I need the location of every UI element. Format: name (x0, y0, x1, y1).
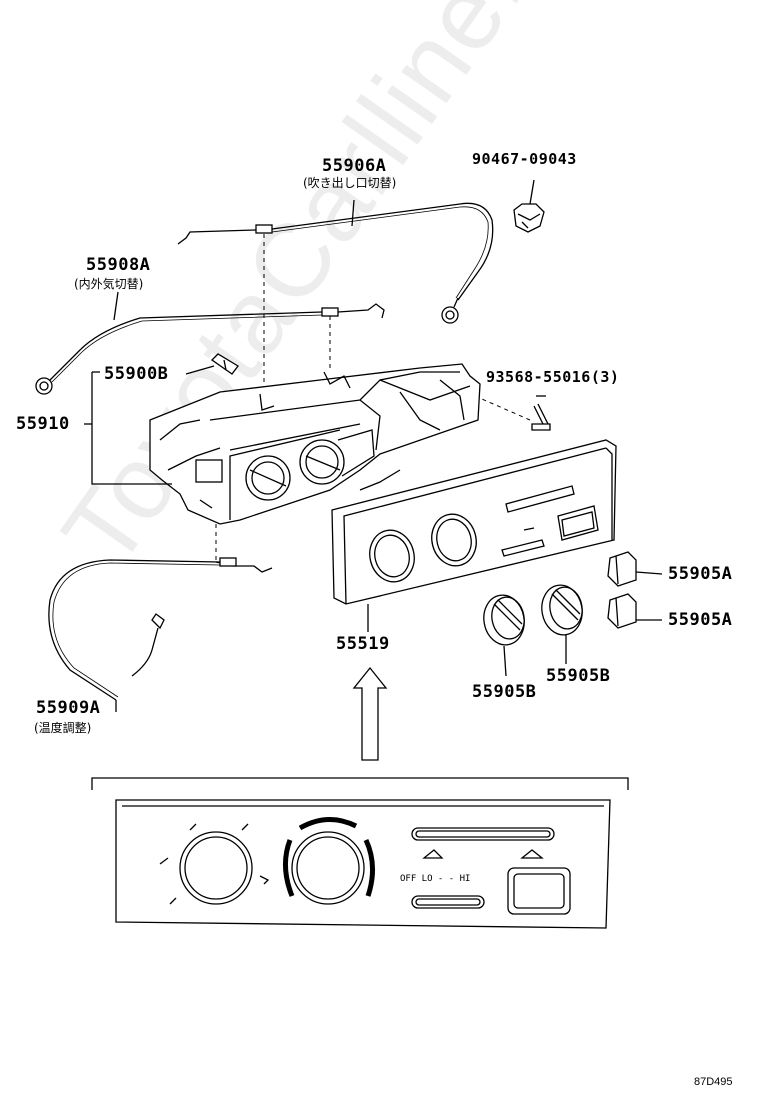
part-label-55906A[interactable]: 55906A (322, 156, 387, 176)
bulb-55900B (185, 353, 239, 375)
part-label-55905B-left[interactable]: 55905B (472, 682, 537, 702)
part-label-55900B[interactable]: 55900B (104, 364, 169, 384)
part-label-55905A-lower[interactable]: 55905A (668, 610, 733, 630)
part-desc-55909A: (温度調整) (34, 721, 92, 735)
knob-55905A-upper (607, 551, 663, 587)
fan-speed-label: OFF LO - - HI (400, 874, 471, 884)
diagram-code: 87D495 (694, 1076, 733, 1088)
cable-55906A (177, 199, 494, 324)
knob-55905B-right (541, 584, 583, 664)
part-label-90467-09043[interactable]: 90467-09043 (472, 150, 577, 168)
arrow-up (352, 666, 388, 761)
part-label-55905A-upper[interactable]: 55905A (668, 564, 733, 584)
panel-55519 (331, 439, 617, 632)
knob-55905A-lower (607, 593, 662, 629)
part-desc-55906A: (吹き出し口切替) (303, 176, 397, 190)
part-desc-55908A: (内外気切替) (74, 277, 144, 291)
detail-bracket (91, 777, 629, 790)
knob-55905B-left (483, 594, 525, 677)
alignment-lines (215, 234, 531, 560)
clip-90467-09043 (513, 179, 545, 233)
panel-front-detail (115, 799, 611, 929)
screw-93568-55016 (531, 395, 551, 431)
part-label-55905B-right[interactable]: 55905B (546, 666, 611, 686)
part-label-55519[interactable]: 55519 (336, 634, 390, 654)
leader-55910 (84, 371, 172, 485)
part-label-55908A[interactable]: 55908A (86, 255, 151, 275)
part-label-93568-55016[interactable]: 93568-55016(3) (486, 368, 620, 386)
cable-55909A (48, 557, 273, 712)
part-label-55909A[interactable]: 55909A (36, 698, 101, 718)
control-assembly-55910 (149, 363, 481, 525)
cable-55908A (35, 291, 385, 395)
part-label-55910[interactable]: 55910 (16, 414, 70, 434)
